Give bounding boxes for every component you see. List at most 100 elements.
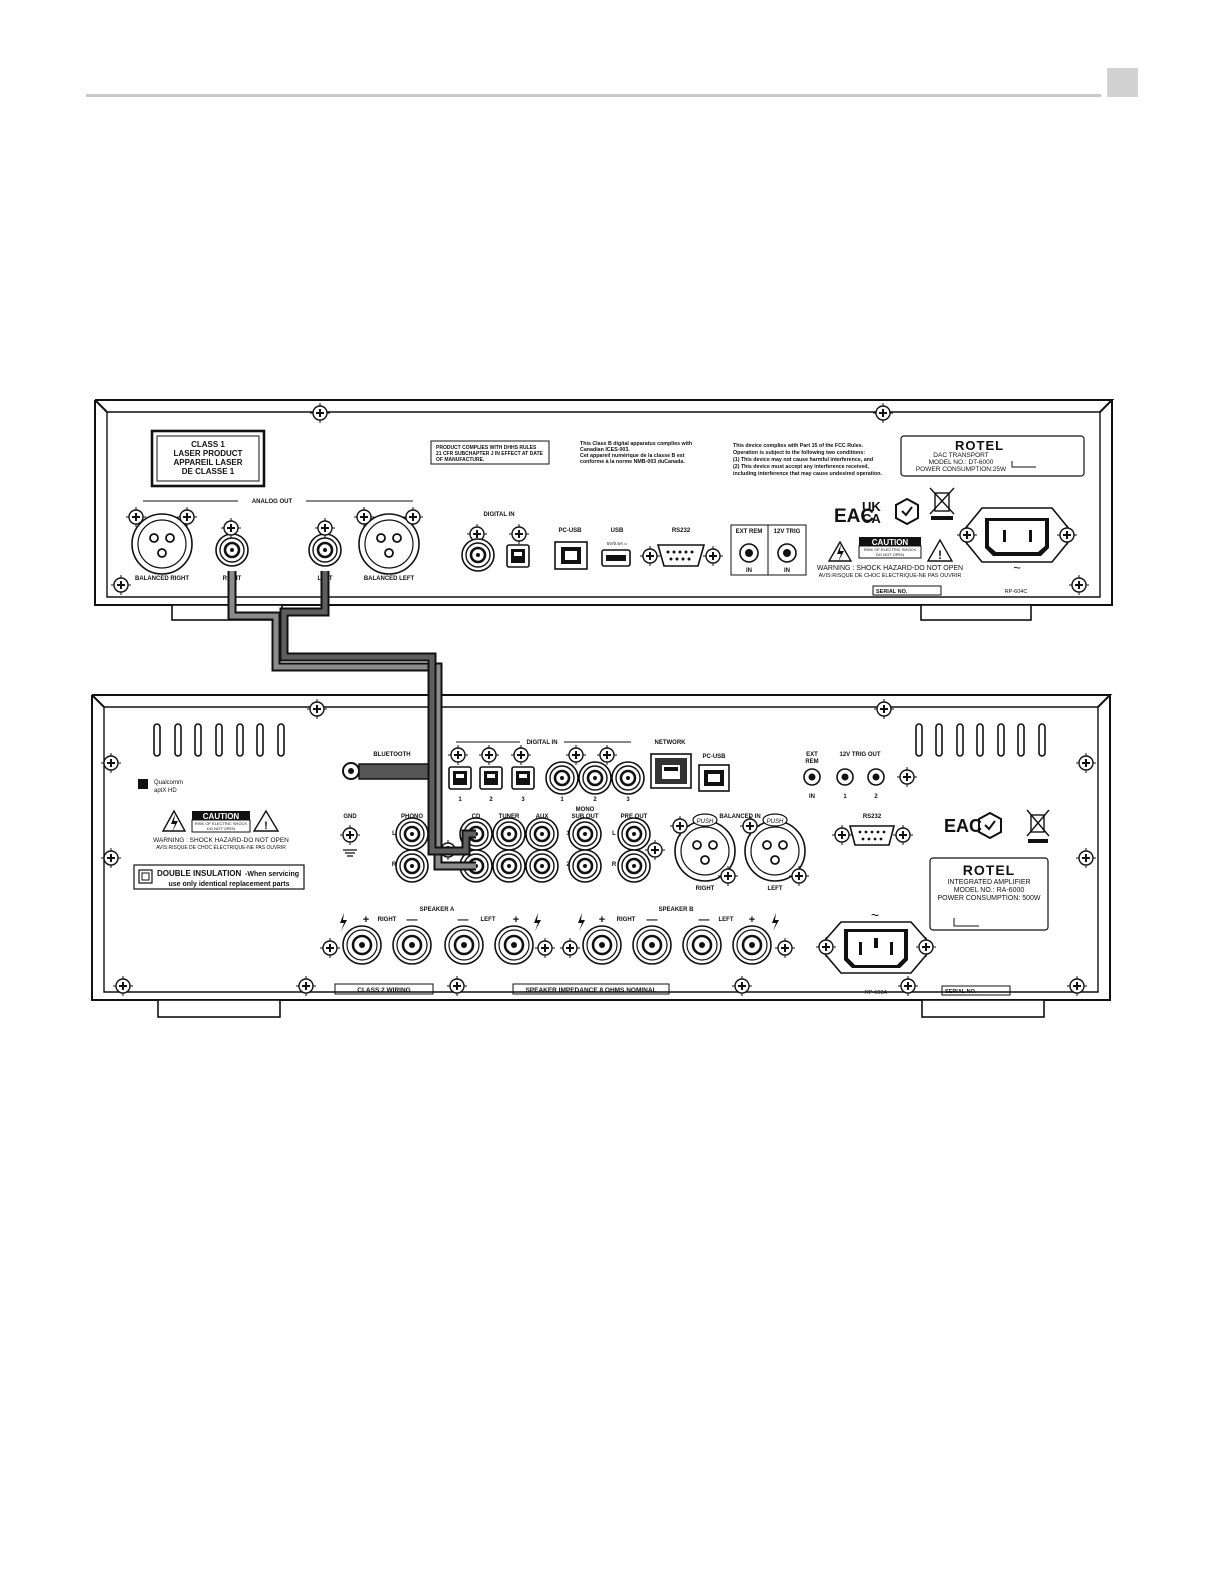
speaker-a-left-plus[interactable] bbox=[493, 924, 535, 966]
rca-right-out[interactable] bbox=[214, 532, 250, 568]
aux-l-jack[interactable] bbox=[524, 816, 560, 852]
double-insulation-icon bbox=[138, 869, 153, 884]
double-insulation-text: -When servicing bbox=[245, 871, 299, 878]
left-vent-slots bbox=[153, 723, 285, 757]
ca-mark: CA bbox=[862, 511, 881, 526]
speaker-b-right-plus[interactable] bbox=[581, 924, 623, 966]
rs232-label: RS232 bbox=[672, 528, 691, 534]
digital-num-6: 3 bbox=[626, 797, 630, 803]
coax-input-1[interactable] bbox=[544, 760, 580, 796]
ices-notice-2: Canadian ICES-003. bbox=[580, 447, 630, 453]
spk-a-r-plus: + bbox=[363, 914, 369, 926]
speaker-a-right-plus[interactable] bbox=[341, 924, 383, 966]
in-label-amp: IN bbox=[809, 794, 815, 800]
coax-input-2[interactable] bbox=[577, 760, 613, 796]
optical-input-2[interactable] bbox=[479, 766, 503, 790]
laser-label-2: LASER PRODUCT bbox=[174, 449, 243, 458]
laser-label-3: APPAREIL LASER bbox=[173, 458, 242, 467]
coax-input[interactable] bbox=[460, 537, 496, 573]
digital-num-3: 3 bbox=[521, 797, 525, 803]
ground-icon bbox=[343, 849, 357, 857]
sub-out-2-jack[interactable] bbox=[567, 848, 603, 884]
pre-out-r-jack[interactable] bbox=[616, 848, 652, 884]
pre-out-l-jack[interactable] bbox=[616, 816, 652, 852]
aux-label: AUX bbox=[536, 814, 549, 820]
balanced-right-label: BALANCED RIGHT bbox=[135, 576, 189, 582]
fcc-notice-1: This device complies with Part 15 of the… bbox=[733, 443, 864, 449]
weee-bin-icon-amp bbox=[1026, 809, 1050, 843]
eac-mark: EAC bbox=[834, 506, 874, 527]
serial-label: SERIAL NO. bbox=[876, 589, 908, 595]
avis-text-amp: AVIS:RISQUE DE CHOC ÉLECTRIQUE-NE PAS OU… bbox=[156, 844, 286, 851]
aux-r-jack[interactable] bbox=[524, 848, 560, 884]
fcc-notice-5: including interference that may cause un… bbox=[733, 471, 882, 477]
trig-num-1: 1 bbox=[843, 794, 847, 800]
rs232-port[interactable] bbox=[656, 544, 706, 567]
ext-label: EXT bbox=[806, 752, 818, 758]
rca-cables bbox=[227, 571, 476, 871]
speaker-a-left-minus[interactable] bbox=[443, 924, 485, 966]
phono-l-jack[interactable] bbox=[394, 816, 430, 852]
sub-out-1-jack[interactable] bbox=[567, 816, 603, 852]
page-tab bbox=[1107, 68, 1138, 97]
serial-label-amp: SERIAL NO. bbox=[945, 989, 977, 995]
fcc-notice-3: (1) This device may not cause harmful in… bbox=[733, 457, 873, 463]
dhhs-notice-2: 21 CFR SUBCHAPTER J IN EFFECT AT DATE bbox=[436, 451, 544, 457]
right-vent-slots bbox=[915, 723, 1046, 757]
dhhs-notice-1: PRODUCT COMPLIES WITH DHHS RULES bbox=[436, 445, 537, 451]
weee-bin-icon bbox=[929, 487, 955, 520]
optical-input-1[interactable] bbox=[448, 766, 472, 790]
push-release-right[interactable] bbox=[692, 813, 718, 827]
tuner-l-jack[interactable] bbox=[491, 816, 527, 852]
gnd-label: GND bbox=[343, 814, 357, 820]
tuner-r-jack[interactable] bbox=[491, 848, 527, 884]
trig-out-label: 12V TRIG OUT bbox=[839, 752, 880, 758]
speaker-a-right-minus[interactable] bbox=[391, 924, 433, 966]
qualcomm-icon bbox=[138, 779, 148, 789]
spk-b-r-minus: — bbox=[647, 914, 658, 926]
phono-label: PHONO bbox=[401, 814, 423, 820]
digital-in-label: DIGITAL IN bbox=[483, 512, 514, 518]
phono-r-jack[interactable] bbox=[394, 848, 430, 884]
ac-symbol-amp: ~ bbox=[871, 907, 879, 923]
spk-a-r-minus: — bbox=[407, 914, 418, 926]
trig-num-2: 2 bbox=[874, 794, 878, 800]
rcm-icon bbox=[895, 497, 919, 526]
speaker-b-left-minus[interactable] bbox=[681, 924, 723, 966]
power-code-amp: RP-603A bbox=[865, 990, 888, 996]
warning-text: WARNING : SHOCK HAZARD-DO NOT OPEN bbox=[817, 565, 963, 572]
in-label-2: IN bbox=[784, 568, 790, 574]
push-release-left[interactable] bbox=[762, 813, 788, 827]
speaker-b-left-plus[interactable] bbox=[731, 924, 773, 966]
balanced-in-label: BALANCED IN bbox=[719, 814, 760, 820]
speaker-a-right-label: RIGHT bbox=[378, 917, 397, 923]
speaker-b-right-label: RIGHT bbox=[617, 917, 636, 923]
pre-l-label: L bbox=[612, 831, 616, 837]
amp-brand: ROTEL bbox=[963, 862, 1015, 878]
uk-mark: UK bbox=[862, 499, 881, 514]
mono-label: MONO bbox=[576, 807, 595, 813]
phono-l-label: L bbox=[392, 831, 396, 837]
pre-r-label: R bbox=[612, 862, 617, 868]
optical-input-3[interactable] bbox=[511, 766, 535, 790]
transport-power: POWER CONSUMPTION:25W bbox=[916, 466, 1007, 473]
caution-title: CAUTION bbox=[872, 538, 909, 547]
coax-input-3[interactable] bbox=[610, 760, 646, 796]
push-label-left: PUSH bbox=[767, 819, 784, 825]
balanced-left-label: BALANCED LEFT bbox=[364, 576, 415, 582]
fcc-notice-2: Operation is subject to the following tw… bbox=[733, 450, 865, 456]
rca-left-out[interactable] bbox=[307, 532, 343, 568]
digital-in-label-amp: DIGITAL IN bbox=[526, 740, 557, 746]
double-insulation-line2: use only identical replacement parts bbox=[169, 881, 290, 888]
bluetooth-antenna[interactable] bbox=[358, 763, 434, 780]
aptx-label: aptX HD bbox=[154, 788, 177, 794]
shock-warning-icon bbox=[827, 540, 853, 562]
pc-usb-port[interactable] bbox=[554, 541, 588, 570]
rs232-port-amp[interactable] bbox=[848, 825, 896, 846]
optical-input[interactable] bbox=[506, 544, 530, 568]
speaker-b-right-minus[interactable] bbox=[631, 924, 673, 966]
ext-rem-label: EXT REM bbox=[736, 529, 763, 535]
laser-label-4: DE CLASSE 1 bbox=[182, 467, 235, 476]
gnd-terminal[interactable] bbox=[339, 824, 361, 846]
